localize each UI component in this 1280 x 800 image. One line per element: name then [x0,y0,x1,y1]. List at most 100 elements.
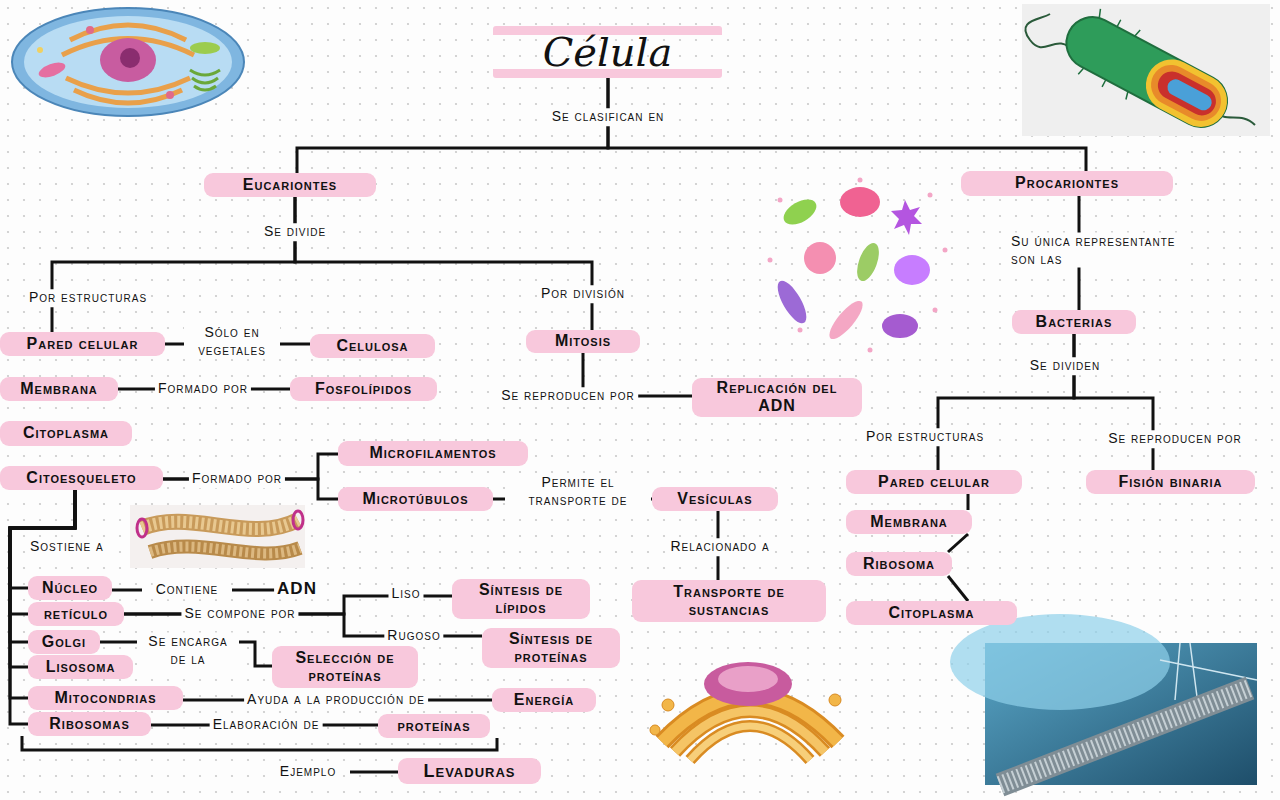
node-text: retículo [44,605,108,623]
concept-box: Selección de proteínas [272,646,418,688]
connector-label: Rugoso [384,627,443,645]
node-text: Microfilamentos [369,444,496,462]
connector-word: Contiene [153,581,222,599]
node-text: Fisión binaria [1119,473,1223,491]
node-text: Vesículas [677,490,752,508]
connector-label: Sólo en vegetales [184,324,280,359]
golgi-illustration [650,662,841,760]
concept-box: Transporte de sustancias [632,580,826,622]
vesicle [37,47,43,53]
tube-end [293,511,303,529]
concept-box: Pared celular [846,470,1022,494]
wall-cut [1144,58,1228,128]
concept-box: Eucariontes [204,173,376,197]
plain-connectors [22,590,497,772]
node-text: Citoplasma [23,424,109,442]
pili [1069,9,1158,100]
cell-membrane [12,8,244,116]
concept-box: Energía [492,688,596,712]
cisterna [690,726,810,760]
cytoplasm [24,16,232,108]
concept-box: Membrana [846,510,972,534]
tube-stripes [150,547,300,554]
bracket [22,736,497,750]
node-text: Mitosis [555,332,611,350]
node-text: Ribosomas [49,715,129,733]
connector-word: Formado por [189,470,285,488]
node-text: Ribosoma [863,555,935,573]
tube [150,547,300,554]
concept-box: Pared celular [0,332,165,356]
concept-box: Citoplasma [0,421,132,446]
concept-box: Mitocondrias [28,686,183,710]
dot [943,248,948,253]
microbe [772,277,812,328]
connector-label: Permite el transporte de [505,474,651,509]
dot [868,348,873,353]
animal-cell-illustration [12,8,244,116]
concept-box: Fosfolípidos [290,377,437,401]
concept-box: Lisosoma [28,655,133,679]
connector-label: Por estructuras [26,289,150,307]
connector-label: Su única representante son las [1008,233,1179,268]
concept-box: Vesículas [652,487,778,511]
concept-box: Mitosis [526,330,640,353]
vesicle [662,699,674,711]
node-text: Mitocondrias [54,689,156,707]
connector-word: Se divide [261,223,329,241]
dot [798,328,803,333]
concept-box: Fisión binaria [1086,470,1255,494]
connector-line [948,576,968,601]
concept-box: Citoesqueleto [0,466,163,490]
connector-word: Ejemplo [277,763,339,781]
vesicle [650,725,660,735]
connector-line [948,534,968,552]
connector-word: ADN [274,578,320,599]
concept-box: proteínas [378,714,490,738]
node-text: Bacterias [1036,313,1113,331]
node-text: Energía [514,691,574,709]
cytoskeleton-illustration [950,614,1257,785]
node-text: Lisosoma [46,658,116,676]
dot [768,258,773,263]
connector-label: Por división [538,285,628,303]
connector-line [608,78,1086,171]
node-text: Síntesis de lípidos [460,581,582,618]
membrane-cut [1153,67,1221,121]
node-text: Replicación del ADN [700,379,854,416]
concept-box: Replicación del ADN [692,378,862,417]
node-text: Fosfolípidos [315,380,412,398]
capsule-cut [1137,50,1236,136]
connector-label: Liso [388,585,423,603]
concept-box: Bacterias [1012,310,1136,334]
node-text: Membrana [870,513,948,531]
concept-box: Celulosa [310,334,435,358]
dot [778,198,783,203]
microtubule-stripes [1000,688,1250,785]
microbes-illustration [768,178,948,353]
connector-label: Se reproducen por [498,387,638,405]
node-text: Procariontes [1015,174,1119,192]
connector-word: Sostiene a [27,538,107,556]
microbe [804,242,836,274]
node-text: Selección de proteínas [280,649,410,686]
node-text: Pared celular [878,473,990,491]
microbe [840,187,880,217]
concept-box: Ribosomas [28,712,151,736]
mitochondrion [190,42,220,54]
node-text: proteínas [397,717,470,735]
cell-surface [950,614,1170,710]
node-text: Levaduras [424,761,516,782]
image-backdrop [1022,4,1270,136]
connector-label: Relacionado a [667,538,772,556]
leader-line [350,771,398,774]
reticulum [62,25,194,103]
concept-box: Ribosoma [846,552,952,576]
connector-line [1074,334,1153,470]
mitochondrion [37,60,67,81]
dot [928,193,933,198]
connector-line [295,197,592,330]
node-text: Citoplasma [888,604,974,622]
